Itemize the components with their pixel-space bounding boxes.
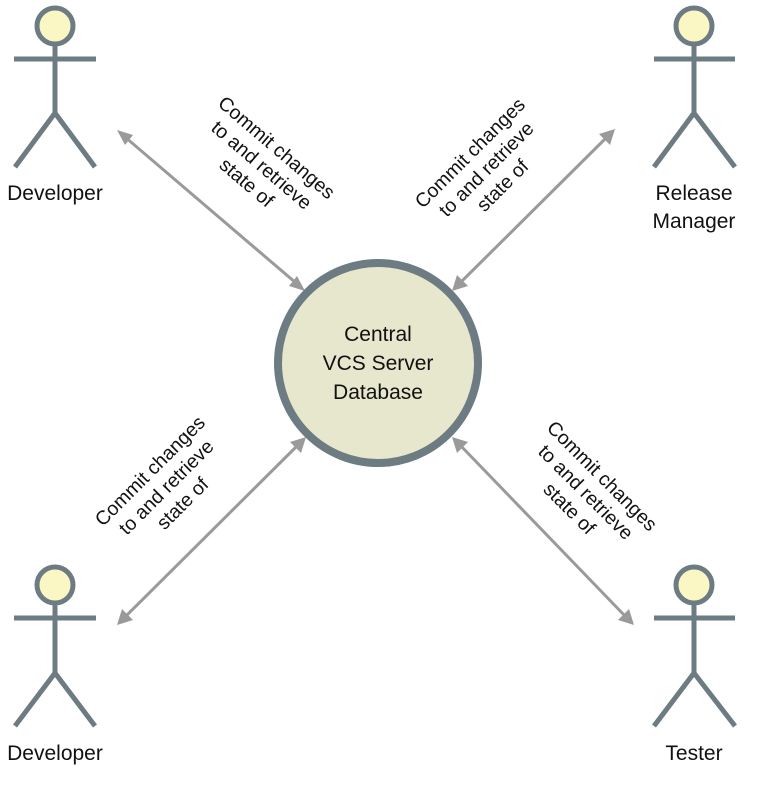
server-circle bbox=[274, 259, 482, 467]
connection-line bbox=[123, 443, 300, 619]
stick-figure-icon bbox=[13, 564, 97, 728]
arrowhead-icon bbox=[117, 130, 133, 145]
connection-line bbox=[458, 443, 628, 619]
actor-developer-top-left[interactable]: Developer bbox=[7, 5, 103, 205]
arrowhead-icon bbox=[599, 129, 615, 145]
arrowhead-icon bbox=[452, 275, 468, 291]
arrowhead-icon bbox=[289, 276, 305, 291]
actor-label: Release bbox=[655, 182, 732, 205]
connection-top-left: Commit changes to and retrieve state of bbox=[117, 92, 339, 291]
server-label-line: Central bbox=[344, 323, 412, 346]
arrowhead-icon bbox=[618, 609, 634, 625]
actor-label: Tester bbox=[665, 742, 722, 765]
stick-figure-icon bbox=[12, 5, 98, 169]
arrowhead-icon bbox=[117, 609, 133, 625]
stick-figure-icon bbox=[652, 564, 737, 728]
actor-label: Developer bbox=[7, 742, 103, 765]
actor-label: Developer bbox=[7, 182, 103, 205]
connection-bottom-left: Commit changes to and retrieve state of bbox=[91, 412, 306, 625]
actor-developer-bottom-left[interactable]: Developer bbox=[7, 564, 103, 765]
central-server-node[interactable]: Central VCS Server Database bbox=[274, 259, 482, 467]
actor-label: Manager bbox=[653, 210, 736, 233]
server-label-line: Database bbox=[333, 381, 423, 404]
connection-top-right: Commit changes to and retrieve state of bbox=[411, 94, 615, 291]
connection-line bbox=[458, 135, 609, 285]
actor-tester[interactable]: Tester bbox=[652, 564, 737, 765]
server-label-line: VCS Server bbox=[323, 352, 434, 375]
arrowhead-icon bbox=[452, 437, 468, 453]
connection-line bbox=[124, 135, 297, 285]
connection-bottom-right: Commit changes to and retrieve state of bbox=[452, 417, 661, 625]
arrowhead-icon bbox=[290, 437, 306, 453]
stick-figure-icon bbox=[651, 5, 737, 169]
actor-release-manager[interactable]: Release Manager bbox=[651, 5, 737, 233]
